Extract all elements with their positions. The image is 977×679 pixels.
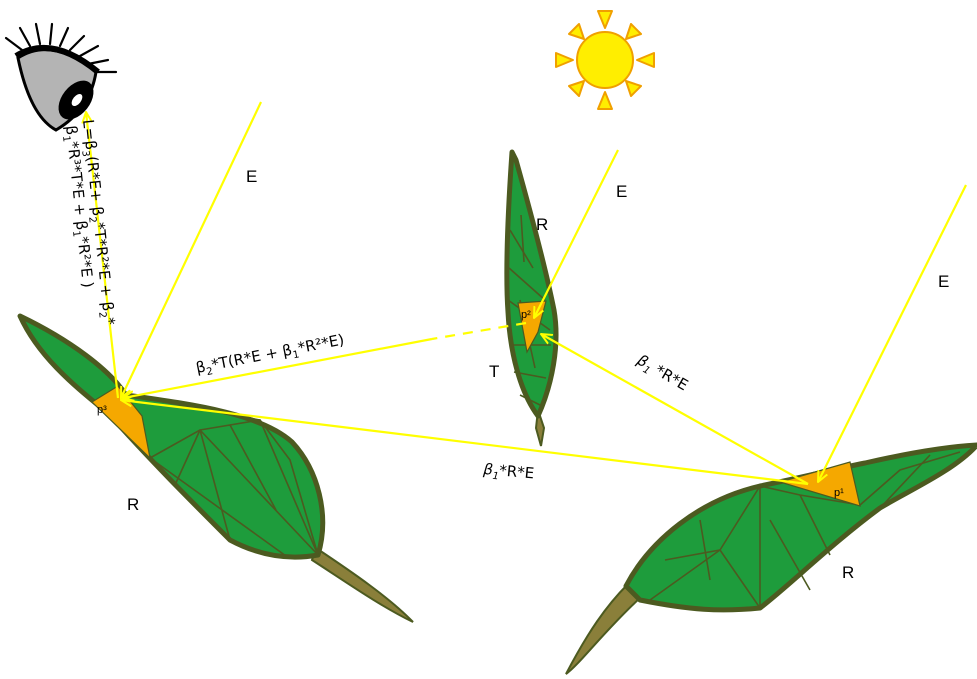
label-p1: p¹ xyxy=(834,487,844,499)
leaf-right-blade xyxy=(623,442,977,613)
label-p3: p³ xyxy=(97,404,107,416)
leaf-middle-stem xyxy=(534,409,546,447)
label-R-middle: R xyxy=(536,215,548,234)
label-R-left: R xyxy=(127,495,139,514)
ray-sun-to-p1 xyxy=(818,184,967,482)
ray-p2-to-p3-dashed xyxy=(431,321,527,341)
label-E-middle: E xyxy=(616,182,627,201)
patch-p3 xyxy=(91,385,151,460)
leaf-left-stem xyxy=(310,546,414,623)
label-T-middle: T xyxy=(489,362,499,381)
equation-p2-to-p3: β2*T(R*E + β1*R²*E) xyxy=(194,331,346,380)
leaf-middle xyxy=(504,149,559,447)
leaf-left-veins xyxy=(125,394,319,557)
label-E-right: E xyxy=(938,272,949,291)
ray-p2-to-p3 xyxy=(123,337,433,398)
eye-icon xyxy=(4,22,118,132)
ray-p3-to-eye xyxy=(86,112,120,399)
label-E-left: E xyxy=(246,167,257,186)
label-R-right: R xyxy=(842,563,854,582)
light-rays xyxy=(86,101,967,486)
leaf-middle-blade xyxy=(504,149,559,419)
leaf-right xyxy=(565,442,977,675)
ray-sun-to-p3 xyxy=(121,101,262,398)
sun-icon xyxy=(555,10,655,110)
leaf-left xyxy=(17,313,414,623)
leaf-right-veins xyxy=(649,451,961,609)
ray-sun-to-p2 xyxy=(534,149,619,318)
label-p2: p² xyxy=(521,309,531,321)
ray-p1-to-p2 xyxy=(541,334,809,485)
equation-p1-to-p3: β1*R*E xyxy=(481,460,534,485)
ray-p1-to-p3 xyxy=(121,400,809,486)
leaf-right-stem xyxy=(565,582,642,675)
